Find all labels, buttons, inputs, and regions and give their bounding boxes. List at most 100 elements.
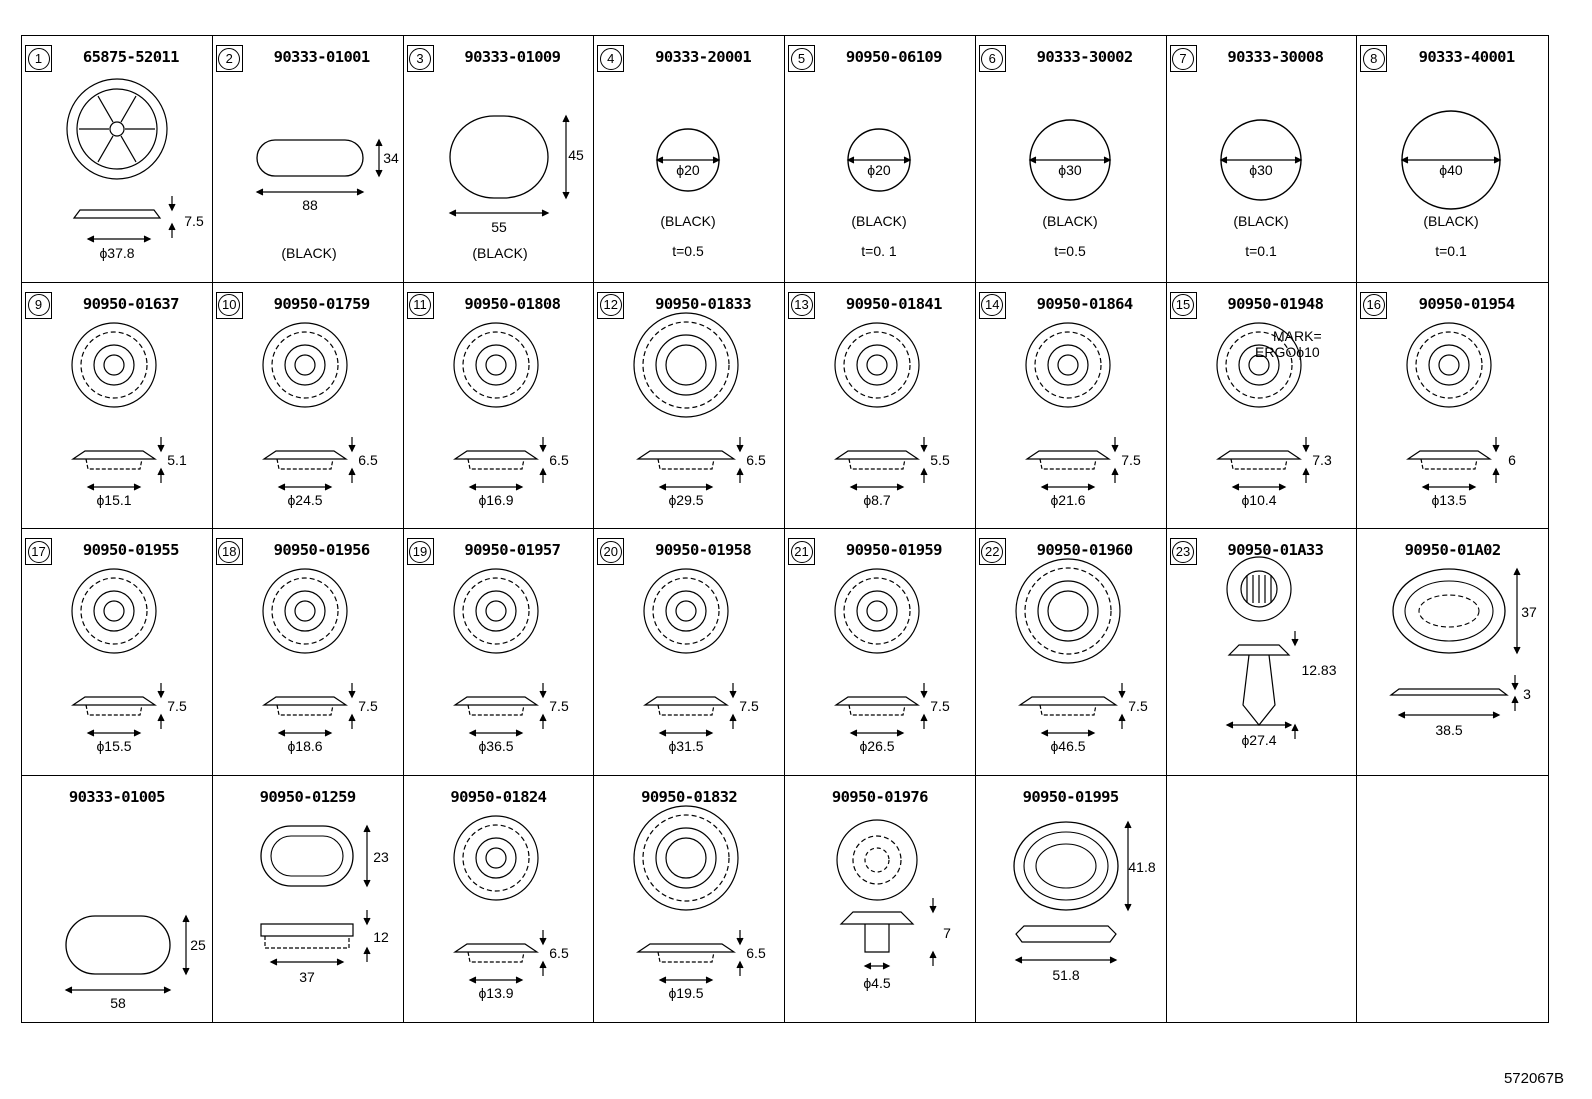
height-label: 23 — [373, 849, 389, 865]
grommet-hole — [655, 333, 717, 396]
clip-top-outline — [1225, 556, 1292, 622]
grommet-side-body — [1229, 458, 1288, 470]
index-number: 6 — [981, 47, 1004, 70]
index-badge: 15 — [1169, 291, 1197, 319]
arrowhead — [736, 937, 744, 945]
arrowhead — [277, 482, 286, 491]
index-badge: 19 — [406, 538, 434, 565]
color-note: (BLACK) — [661, 213, 716, 229]
grommet-inner-ring — [652, 577, 720, 645]
thickness-note: t=0.1 — [1245, 243, 1277, 259]
grommet-side-flange — [1406, 449, 1493, 460]
grommet-side-flange — [1017, 696, 1118, 706]
grommet-top-outline — [71, 568, 157, 654]
part-drawing: ϕ40(BLACK)t=0.1 — [1400, 110, 1502, 259]
arrowhead — [143, 235, 152, 243]
index-badge: 2 — [215, 45, 243, 72]
arrowhead — [561, 114, 570, 123]
part-number: 90333-30008 — [1227, 48, 1324, 66]
index-badge: 20 — [597, 538, 625, 565]
thickness-note: t=0.1 — [1435, 243, 1467, 259]
part-number: 90950-01960 — [1036, 541, 1134, 559]
diagram-code: 572067B — [1503, 1070, 1564, 1087]
arrowhead — [541, 209, 549, 217]
arrowhead — [920, 467, 928, 475]
part-number: 90950-01957 — [464, 541, 561, 559]
arrowhead — [1294, 156, 1302, 164]
arrowhead — [255, 188, 264, 196]
arrowhead — [1301, 467, 1310, 475]
grommet-core — [484, 600, 507, 622]
height-label: 5.1 — [167, 452, 187, 468]
arrowhead — [1513, 567, 1521, 576]
oval-grommet-core — [1418, 594, 1480, 628]
arrowhead — [1492, 711, 1501, 719]
grommet-inner-ring — [461, 823, 530, 892]
arrowhead — [1040, 482, 1049, 491]
color-note: (BLACK) — [472, 245, 527, 261]
height-label: 6.5 — [358, 452, 378, 468]
plug-side-view — [72, 209, 162, 219]
diameter-label: ϕ40 — [1440, 162, 1464, 178]
rib — [97, 95, 114, 123]
grommet-side-body — [276, 458, 334, 470]
thickness-note: t=0.5 — [1054, 243, 1086, 259]
rounded-plug-outline — [448, 115, 549, 199]
grommet-top-outline — [834, 321, 920, 408]
height-label: 7.5 — [184, 213, 204, 229]
arrowhead — [1400, 156, 1409, 164]
height-label: 34 — [383, 150, 399, 166]
arrowhead — [468, 482, 476, 491]
grommet-core — [866, 600, 888, 622]
part-drawing: ϕ30(BLACK)t=0.5 — [1028, 119, 1112, 259]
grommet-hole — [1237, 343, 1280, 386]
grommet-side-flange — [261, 696, 348, 706]
arrowhead — [348, 467, 356, 475]
oval-plug-outline — [65, 914, 171, 975]
arrowhead — [336, 957, 345, 966]
diameter-label: ϕ8.7 — [863, 492, 891, 508]
ribbed-plug-ring — [76, 88, 158, 170]
arrowhead — [538, 713, 547, 722]
height-label: 7.5 — [1128, 698, 1148, 714]
grommet-side-body — [848, 458, 906, 470]
diameter-label: ϕ29.5 — [669, 492, 704, 508]
height-label: 25 — [190, 937, 206, 953]
arrowhead — [658, 975, 667, 984]
part-number: 90950-01956 — [273, 541, 371, 559]
grommet-side-flange — [636, 449, 737, 460]
grommet-side-body — [85, 458, 143, 470]
grommet-side-body — [657, 458, 715, 470]
height-label: 7.5 — [549, 698, 569, 714]
arrowhead — [929, 950, 937, 958]
grommet-side-body — [848, 704, 906, 716]
grommet-core — [675, 600, 697, 622]
index-badge: 13 — [788, 291, 815, 319]
grommet-core — [294, 353, 316, 376]
arrowhead — [849, 729, 858, 737]
diameter-label: ϕ16.9 — [478, 492, 513, 508]
arrowhead — [1028, 156, 1037, 164]
grommet-top-outline — [71, 321, 157, 408]
diameter-label: ϕ26.5 — [859, 738, 894, 754]
grommet-top-outline — [1025, 321, 1111, 408]
index-number: 2 — [218, 47, 241, 70]
arrowhead — [1225, 721, 1233, 729]
oval-grommet-inner — [1023, 830, 1109, 901]
